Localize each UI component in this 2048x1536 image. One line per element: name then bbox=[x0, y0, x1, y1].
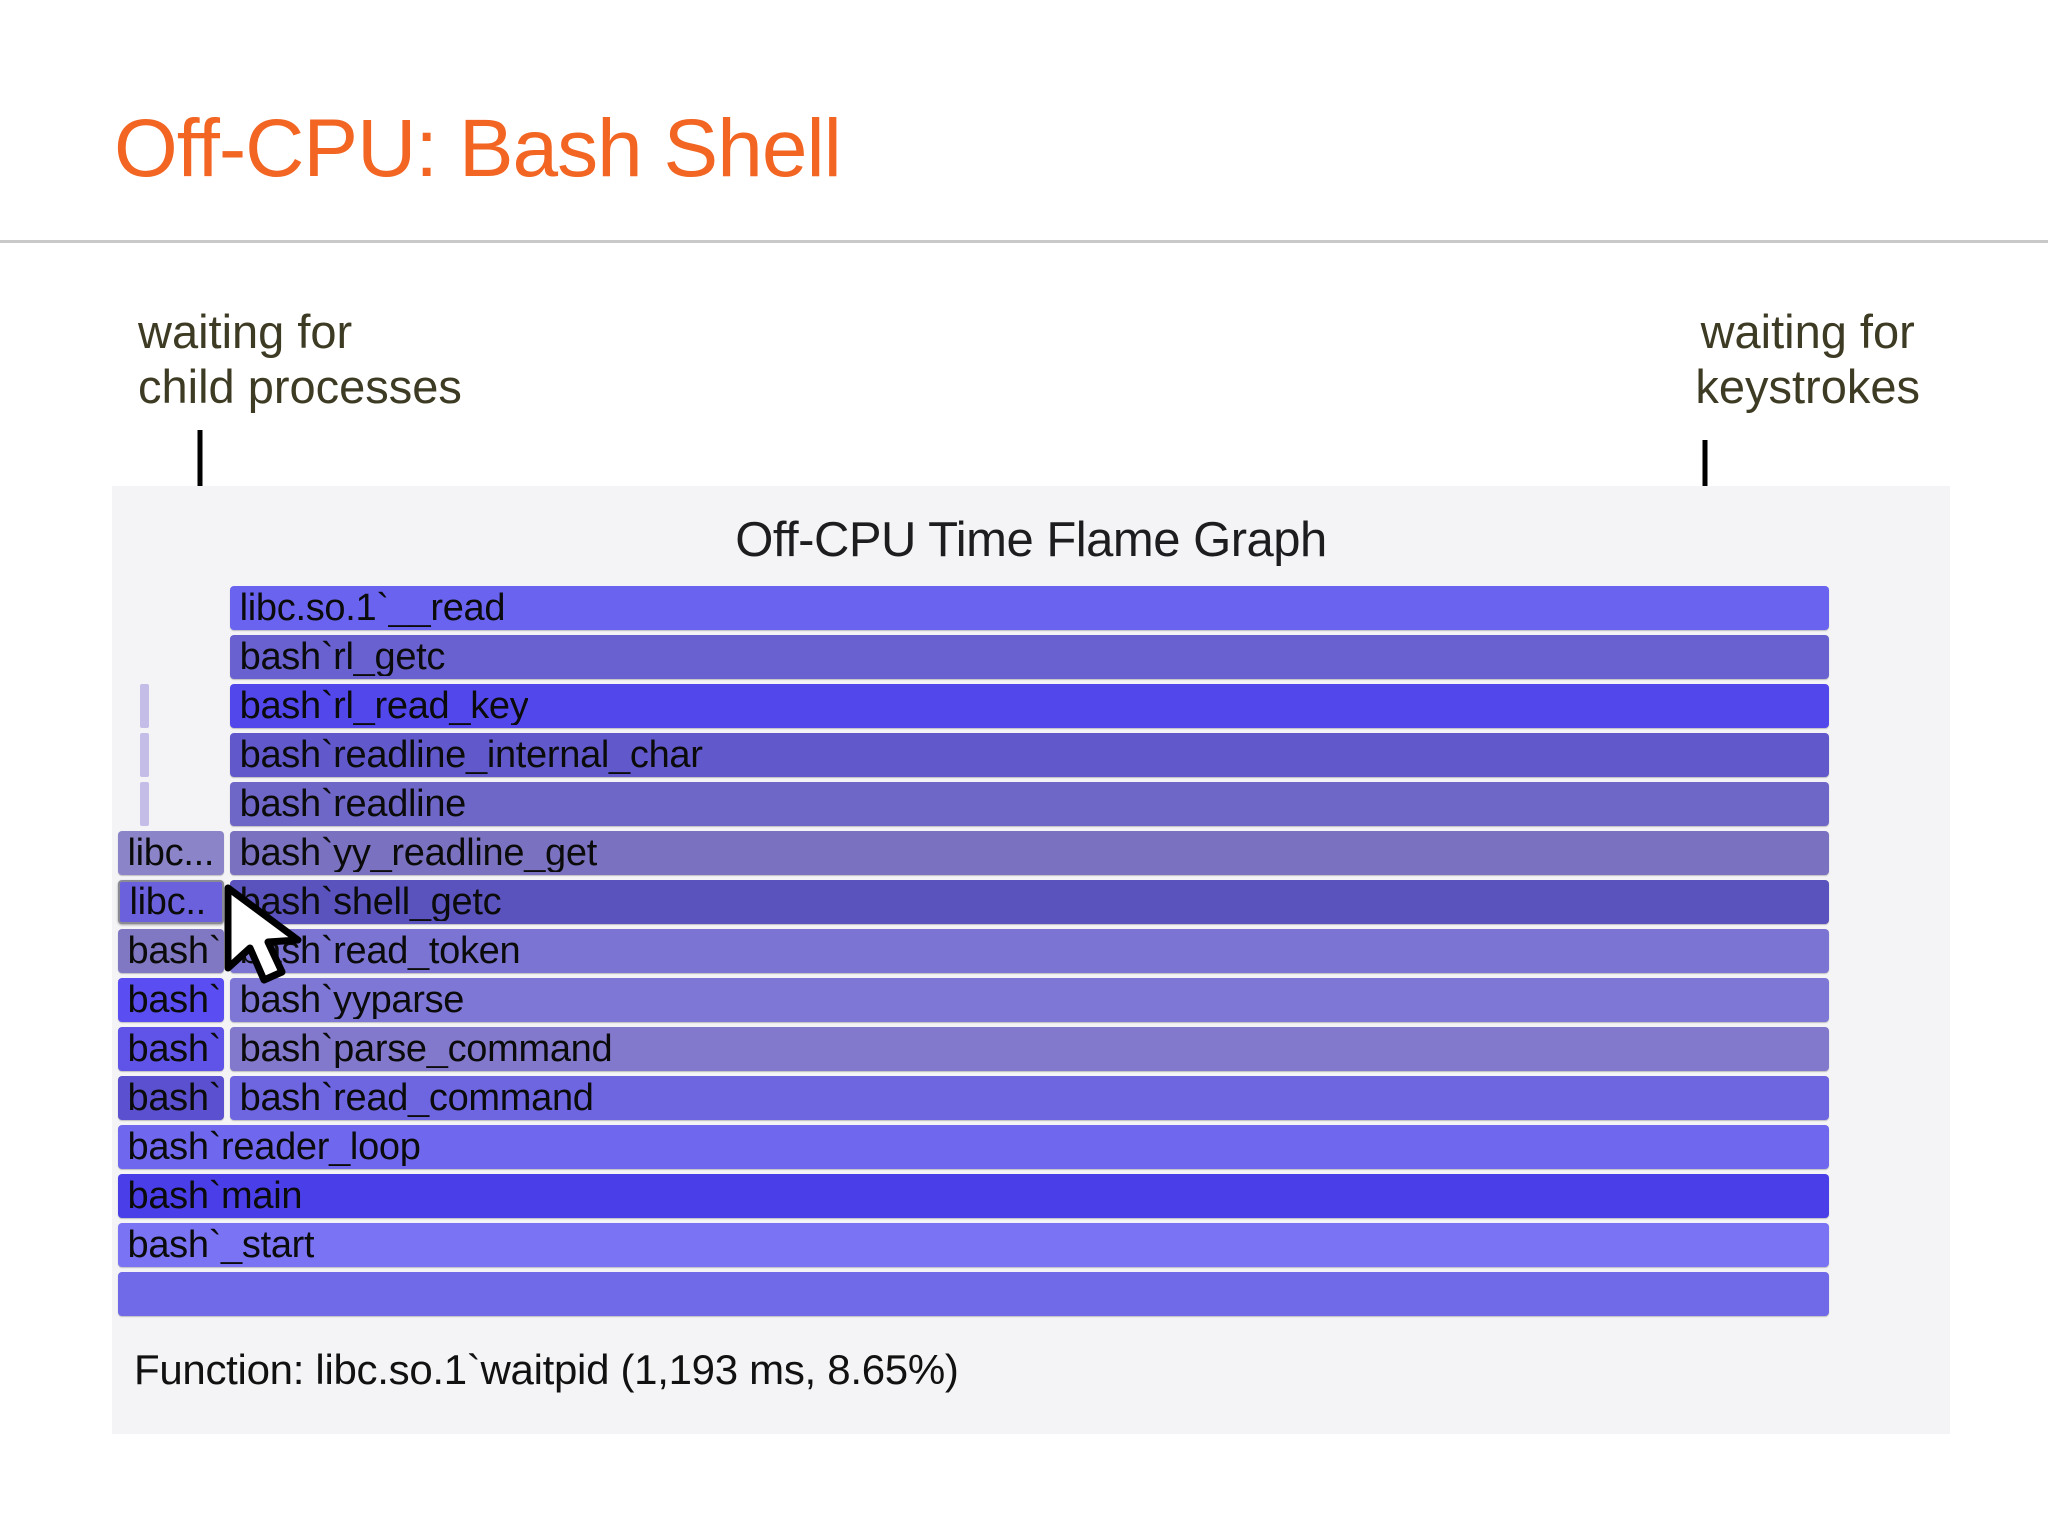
flamegraph-status-text: Function: libc.so.1`waitpid (1,193 ms, 8… bbox=[134, 1346, 959, 1393]
flamegraph-frame-label: bash`read_command bbox=[239, 1079, 594, 1117]
flamegraph-panel: Off-CPU Time Flame Graph libc.so.1`__rea… bbox=[112, 486, 1950, 1434]
flamegraph-frame-left[interactable]: libc... bbox=[117, 831, 225, 875]
flamegraph-frame-label: bash`main bbox=[127, 1177, 303, 1215]
flamegraph-frame-left[interactable]: bash`.. bbox=[117, 1076, 225, 1120]
flamegraph-frame-left[interactable]: libc.. bbox=[117, 880, 225, 924]
flamegraph-frame-label: libc.so.1`__read bbox=[239, 589, 506, 627]
flamegraph-frame-label: bash`_start bbox=[127, 1226, 315, 1264]
flamegraph-frame[interactable]: bash`yy_readline_get bbox=[229, 831, 1829, 875]
flamegraph-row: bash`main bbox=[112, 1172, 1950, 1221]
flamegraph-frame[interactable]: bash`readline bbox=[229, 782, 1829, 826]
flamegraph-frame[interactable]: bash`_start bbox=[117, 1223, 1829, 1267]
flamegraph-row: bash`reader_loop bbox=[112, 1123, 1950, 1172]
flamegraph-row: bash`rl_getc bbox=[112, 633, 1950, 682]
flamegraph-row: bash`rl_read_key bbox=[112, 682, 1950, 731]
annotation-left-text: waiting for child processes bbox=[138, 305, 462, 413]
flamegraph-row: bash`.. bash`yyparse bbox=[112, 976, 1950, 1025]
flamegraph-row: bash`.. bash`read_command bbox=[112, 1074, 1950, 1123]
flamegraph-frame-label: bash`yy_readline_get bbox=[239, 834, 597, 872]
flamegraph-frame[interactable]: bash`reader_loop bbox=[117, 1125, 1829, 1169]
flamegraph-sliver-frame[interactable] bbox=[139, 782, 149, 826]
flamegraph-frame[interactable]: bash`main bbox=[117, 1174, 1829, 1218]
flamegraph-frame-left[interactable]: bash`.. bbox=[117, 1027, 225, 1071]
flamegraph-frame[interactable]: bash`rl_getc bbox=[229, 635, 1829, 679]
flamegraph-row: bash`_start bbox=[112, 1221, 1950, 1270]
flamegraph-row: bash`.. bash`read_token bbox=[112, 927, 1950, 976]
flamegraph-row: libc.so.1`__read bbox=[112, 584, 1950, 633]
flamegraph-frame-label: bash`readline bbox=[239, 785, 466, 823]
flamegraph-frame-label: libc.. bbox=[129, 883, 206, 921]
flamegraph-frame[interactable]: bash`rl_read_key bbox=[229, 684, 1829, 728]
flamegraph-row: libc.. bash`shell_getc bbox=[112, 878, 1950, 927]
flamegraph-row bbox=[112, 1270, 1950, 1319]
flamegraph-row: libc... bash`yy_readline_get bbox=[112, 829, 1950, 878]
page-title: Off-CPU: Bash Shell bbox=[114, 103, 842, 194]
flamegraph-frame-label: bash`.. bbox=[127, 981, 225, 1019]
flamegraph-frame-label: bash`.. bbox=[127, 1079, 225, 1117]
flamegraph-frame-label: bash`parse_command bbox=[239, 1030, 613, 1068]
flamegraph-frame-label: bash`.. bbox=[127, 932, 225, 970]
flamegraph-frame-label: libc... bbox=[127, 834, 215, 872]
flamegraph-frame[interactable]: bash`read_command bbox=[229, 1076, 1829, 1120]
flamegraph-frame-label: bash`readline_internal_char bbox=[239, 736, 703, 774]
flamegraph-frame-label: bash`rl_read_key bbox=[239, 687, 529, 725]
flamegraph-frame-label: bash`shell_getc bbox=[239, 883, 502, 921]
header-divider bbox=[0, 240, 2048, 243]
flamegraph-frame-left[interactable]: bash`.. bbox=[117, 929, 225, 973]
flamegraph-frame-label: bash`read_token bbox=[239, 932, 521, 970]
flamegraph-frame-label: bash`yyparse bbox=[239, 981, 465, 1019]
flamegraph-frame[interactable]: bash`yyparse bbox=[229, 978, 1829, 1022]
flamegraph-sliver-frame[interactable] bbox=[139, 684, 149, 728]
flamegraph-frame[interactable]: bash`parse_command bbox=[229, 1027, 1829, 1071]
flamegraph-rows: libc.so.1`__read bash`rl_getc bash`rl_read… bbox=[112, 584, 1950, 1324]
flamegraph-row: bash`readline bbox=[112, 780, 1950, 829]
flamegraph-title: Off-CPU Time Flame Graph bbox=[735, 513, 1327, 567]
flamegraph-frame[interactable] bbox=[117, 1272, 1829, 1316]
flamegraph-frame-left[interactable]: bash`.. bbox=[117, 978, 225, 1022]
flamegraph-frame[interactable]: bash`read_token bbox=[229, 929, 1829, 973]
flamegraph-frame-label: bash`reader_loop bbox=[127, 1128, 421, 1166]
flamegraph-frame[interactable]: bash`readline_internal_char bbox=[229, 733, 1829, 777]
flamegraph-frame[interactable]: libc.so.1`__read bbox=[229, 586, 1829, 630]
flamegraph-frame-label: bash`rl_getc bbox=[239, 638, 446, 676]
flamegraph-sliver-frame[interactable] bbox=[139, 733, 149, 777]
flamegraph-row: bash`.. bash`parse_command bbox=[112, 1025, 1950, 1074]
annotation-right-text: waiting for keystrokes bbox=[1695, 305, 1920, 413]
flamegraph-frame[interactable]: bash`shell_getc bbox=[229, 880, 1829, 924]
flamegraph-row: bash`readline_internal_char bbox=[112, 731, 1950, 780]
flamegraph-frame-label: bash`.. bbox=[127, 1030, 225, 1068]
